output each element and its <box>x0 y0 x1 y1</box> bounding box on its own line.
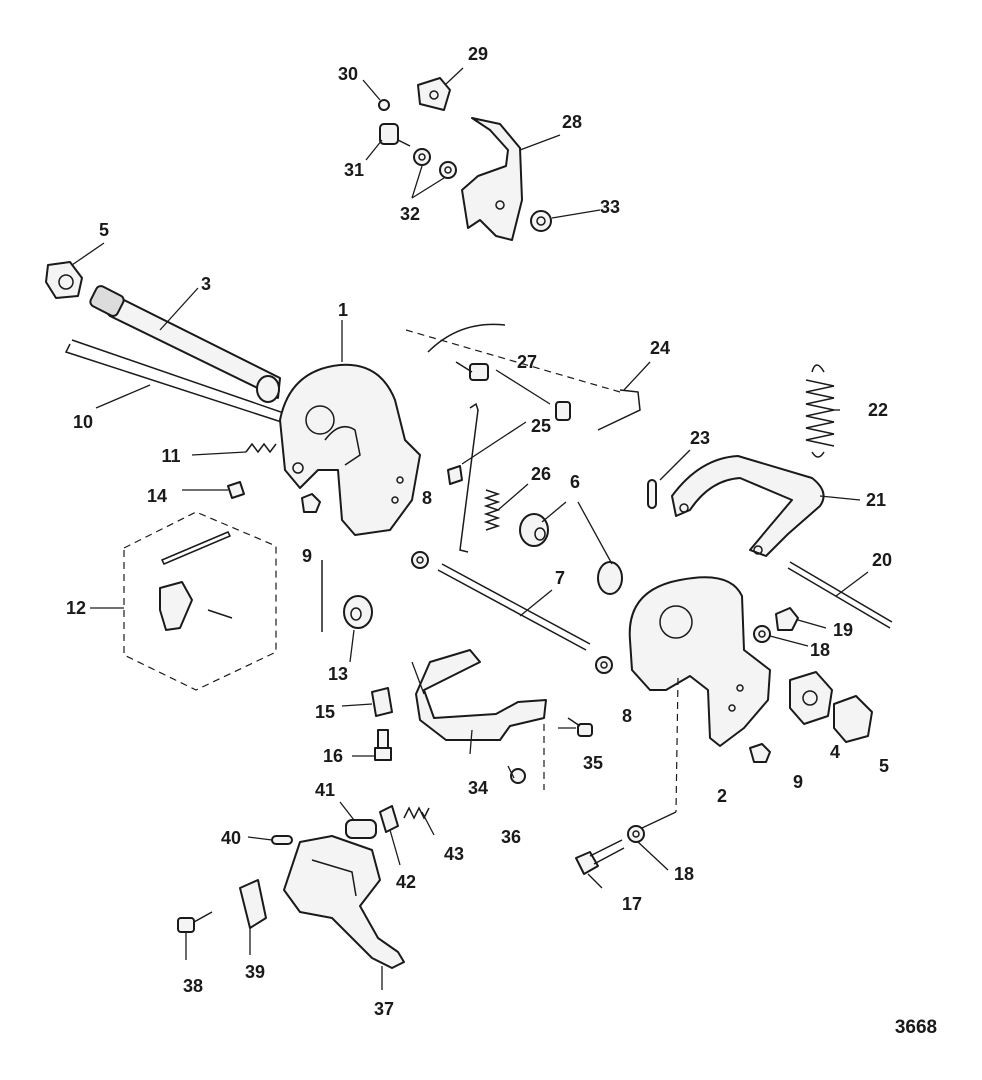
callout-42: 42 <box>396 872 416 892</box>
callout-35: 35 <box>583 753 603 773</box>
part-37-lower-bracket <box>283 835 405 969</box>
part-40-pin <box>271 835 293 845</box>
part-12-kit-outline <box>123 511 277 691</box>
callout-24: 24 <box>650 338 670 358</box>
callout-17: 17 <box>622 894 642 914</box>
callout-23: 23 <box>690 428 710 448</box>
callout-26: 26 <box>531 464 551 484</box>
callout-12: 12 <box>66 598 86 618</box>
part-1-swivel-bracket <box>279 363 421 536</box>
callout-labels: 1 2 3 4 5 5 6 7 8 8 9 9 10 11 12 13 14 1… <box>66 44 892 1019</box>
part-39-plate <box>239 879 267 929</box>
part-19-nut <box>775 607 799 631</box>
callout-18-lower: 18 <box>674 864 694 884</box>
part-5-nut-lower <box>833 695 873 743</box>
callout-20: 20 <box>872 550 892 570</box>
callout-21: 21 <box>866 490 886 510</box>
callout-4: 4 <box>830 742 840 762</box>
part-7-shaft <box>437 563 591 651</box>
callout-1: 1 <box>338 300 348 320</box>
part-13-bushing <box>321 560 373 632</box>
part-11-spring <box>245 442 277 454</box>
part-38-bolt <box>177 911 213 933</box>
callout-19: 19 <box>833 620 853 640</box>
part-36-clip <box>510 768 526 784</box>
part-23-pin <box>647 479 657 509</box>
callout-2: 2 <box>717 786 727 806</box>
part-18-washer-upper <box>753 625 771 643</box>
part-28-bracket <box>461 117 523 241</box>
part-2-swivel-bracket <box>628 576 771 747</box>
callout-41: 41 <box>315 780 335 800</box>
callout-18-upper: 18 <box>810 640 830 660</box>
part-24-cable <box>405 323 641 431</box>
part-18-washer-lower <box>627 825 645 843</box>
callout-15: 15 <box>315 702 335 722</box>
callout-33: 33 <box>600 197 620 217</box>
part-35-screw <box>567 717 593 737</box>
part-33-nut <box>530 210 552 232</box>
callout-30: 30 <box>338 64 358 84</box>
part-42-plunger <box>379 805 399 833</box>
part-15-block <box>371 687 393 717</box>
part-4-nut <box>789 671 833 725</box>
part-29-plate <box>417 77 451 111</box>
callout-16: 16 <box>323 746 343 766</box>
callout-34: 34 <box>468 778 488 798</box>
part-5-nut-upper <box>45 261 83 299</box>
callout-37: 37 <box>374 999 394 1019</box>
part-31-bolt <box>379 123 411 147</box>
part-34-bracket <box>415 649 547 741</box>
callout-5-upper: 5 <box>99 220 109 240</box>
callout-43: 43 <box>444 844 464 864</box>
callout-7: 7 <box>555 568 565 588</box>
callout-10: 10 <box>73 412 93 432</box>
callout-8-upper: 8 <box>422 488 432 508</box>
callout-25: 25 <box>531 416 551 436</box>
part-43-spring <box>403 806 430 820</box>
callout-40: 40 <box>221 828 241 848</box>
part-21-yoke <box>671 455 825 557</box>
part-8-washer-right <box>595 656 613 674</box>
part-14-pad <box>227 481 245 499</box>
part-27-fittings <box>455 361 571 421</box>
part-20-rod <box>787 561 893 629</box>
part-3-tube <box>89 285 281 403</box>
callout-32: 32 <box>400 204 420 224</box>
callout-22: 22 <box>868 400 888 420</box>
part-26-spring <box>483 489 501 531</box>
part-9-nut-right <box>749 743 771 763</box>
callout-38: 38 <box>183 976 203 996</box>
part-25-link <box>447 402 479 553</box>
part-41-sleeve <box>345 819 377 839</box>
part-17-bolt <box>575 839 625 875</box>
part-8-washer-left <box>411 551 429 569</box>
callout-27: 27 <box>517 352 537 372</box>
part-9-nut-left <box>301 493 321 513</box>
part-30-screw <box>378 99 390 111</box>
callout-29: 29 <box>468 44 488 64</box>
callout-5-lower: 5 <box>879 756 889 776</box>
callout-36: 36 <box>501 827 521 847</box>
part-22-spring <box>805 364 835 458</box>
part-6-bushings <box>519 513 623 595</box>
callout-9-left: 9 <box>302 546 312 566</box>
callout-11: 11 <box>161 446 180 466</box>
callout-6: 6 <box>570 472 580 492</box>
part-32-washers <box>413 148 457 179</box>
leader-lines <box>71 67 869 990</box>
figure-number: 3668 <box>895 1017 937 1038</box>
callout-28: 28 <box>562 112 582 132</box>
callout-14: 14 <box>147 486 167 506</box>
callout-9-right: 9 <box>793 772 803 792</box>
callout-13: 13 <box>328 664 348 684</box>
callout-3: 3 <box>201 274 211 294</box>
callout-8-lower: 8 <box>622 706 632 726</box>
callout-39: 39 <box>245 962 265 982</box>
part-16-bolt <box>374 729 392 761</box>
callout-31: 31 <box>344 160 364 180</box>
